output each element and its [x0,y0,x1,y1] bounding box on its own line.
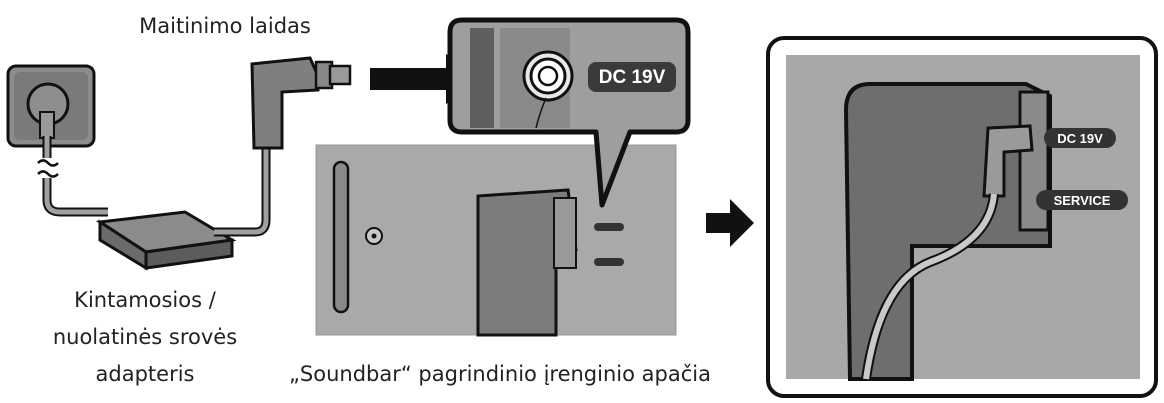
dc-port-detail-label: DC 19V [1057,131,1103,146]
soundbar-bottom-view [315,144,677,337]
wall-outlet [6,64,96,148]
connected-detail-view: DC 19V SERVICE [766,36,1158,398]
dc-port-label: DC 19V [599,67,666,88]
adapter-label-line3: adapteris [95,362,195,386]
port-zoom-callout: DC 19V [447,17,691,208]
dc-cable [214,140,271,237]
dc-port-label-pill [588,62,676,92]
soundbar-bottom-label: „Soundbar“ pagrindinio įrenginio apačia [289,362,711,386]
dc-plug [250,56,352,150]
ac-cable [37,136,108,217]
adapter-label-line2: nuolatinės srovės [52,325,238,349]
dc-port-pill [1044,128,1116,148]
result-arrow [706,199,754,247]
adapter-label-line1: Kintamosios / [74,288,216,312]
power-cable-label: Maitinimo laidas [139,14,311,38]
service-port-pill [1036,190,1128,210]
service-port-label: SERVICE [1054,193,1111,208]
power-adapter [95,210,237,271]
